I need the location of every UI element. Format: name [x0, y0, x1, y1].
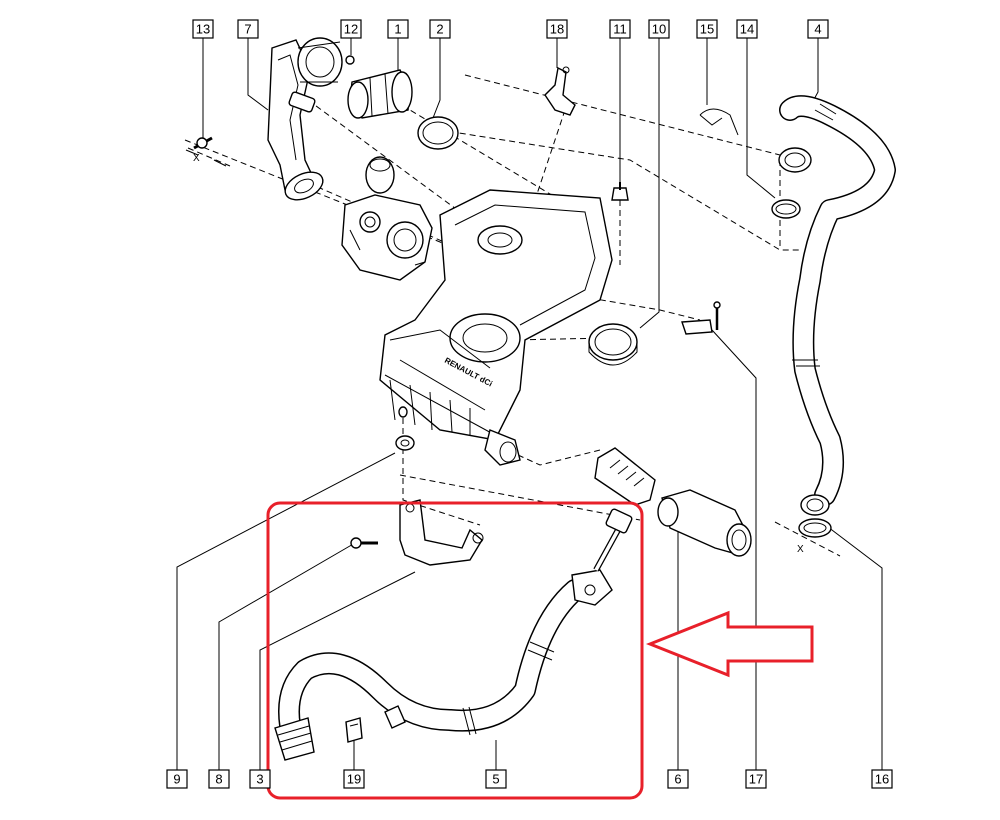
svg-text:13: 13 [196, 22, 210, 37]
callout-17: 17 [745, 769, 767, 789]
callout-8: 8 [208, 769, 230, 789]
part-12-bolt [345, 55, 355, 65]
callout-12: 12 [340, 19, 362, 39]
part-18-bracket [544, 66, 576, 116]
callout-7: 7 [237, 19, 259, 39]
svg-text:9: 9 [173, 772, 180, 787]
part-16-o-ring [798, 518, 832, 538]
callout-18: 18 [546, 19, 568, 39]
svg-text:4: 4 [814, 22, 821, 37]
axis-marker-right: X [797, 544, 804, 555]
part-14-o-ring [771, 199, 801, 219]
svg-text:1: 1 [394, 22, 401, 37]
callouts-bottom: 9 8 3 19 5 6 17 16 [166, 769, 893, 789]
callout-1: 1 [387, 19, 409, 39]
turbo-valve-assembly [341, 156, 433, 281]
part-9-grommet [395, 406, 415, 451]
part-10-ring [588, 323, 638, 366]
highlight-arrow [645, 610, 814, 678]
axis-marker-left: X [193, 153, 200, 164]
svg-text:19: 19 [347, 772, 361, 787]
part-5-hose [274, 508, 633, 761]
svg-text:12: 12 [344, 22, 358, 37]
air-filter-housing: RENAULT dCi [379, 189, 613, 466]
svg-text:15: 15 [700, 22, 714, 37]
callout-9: 9 [166, 769, 188, 789]
callout-5: 5 [485, 769, 507, 789]
svg-text:7: 7 [244, 22, 251, 37]
part-17-bracket [681, 301, 721, 335]
svg-text:18: 18 [550, 22, 564, 37]
svg-text:X: X [193, 153, 200, 164]
callout-19: 19 [343, 769, 365, 789]
highlight-frame [266, 501, 644, 800]
svg-text:3: 3 [256, 772, 263, 787]
svg-text:6: 6 [674, 772, 681, 787]
svg-text:X: X [797, 544, 804, 555]
callout-10: 10 [648, 19, 670, 39]
part-13-bolt [185, 136, 227, 167]
svg-text:8: 8 [215, 772, 222, 787]
part-3-bracket [399, 499, 484, 566]
callout-13: 13 [192, 19, 214, 39]
part-15-clip [699, 108, 739, 136]
callout-15: 15 [696, 19, 718, 39]
callout-11: 11 [609, 19, 631, 39]
callout-14: 14 [736, 19, 758, 39]
callout-16: 16 [871, 769, 893, 789]
part-19-clip [345, 717, 363, 743]
part-7-elbow-pipe [267, 37, 343, 201]
svg-text:16: 16 [875, 772, 889, 787]
callout-6: 6 [667, 769, 689, 789]
svg-text:17: 17 [749, 772, 763, 787]
callout-4: 4 [807, 19, 829, 39]
part-4-hose [778, 95, 896, 516]
part-6-intake-pipe [594, 447, 752, 557]
callout-3: 3 [249, 769, 271, 789]
svg-text:5: 5 [492, 772, 499, 787]
svg-text:10: 10 [652, 22, 666, 37]
part-1-coupler [347, 69, 413, 119]
part-8-bolt [350, 537, 378, 549]
svg-text:11: 11 [613, 22, 627, 37]
svg-text:14: 14 [740, 22, 754, 37]
svg-text:2: 2 [436, 22, 443, 37]
part-11-bolt [611, 182, 629, 201]
callouts-top: 13 7 12 1 2 18 11 10 15 14 4 [192, 19, 829, 39]
callout-2: 2 [429, 19, 451, 39]
part-2-o-ring [417, 116, 459, 150]
